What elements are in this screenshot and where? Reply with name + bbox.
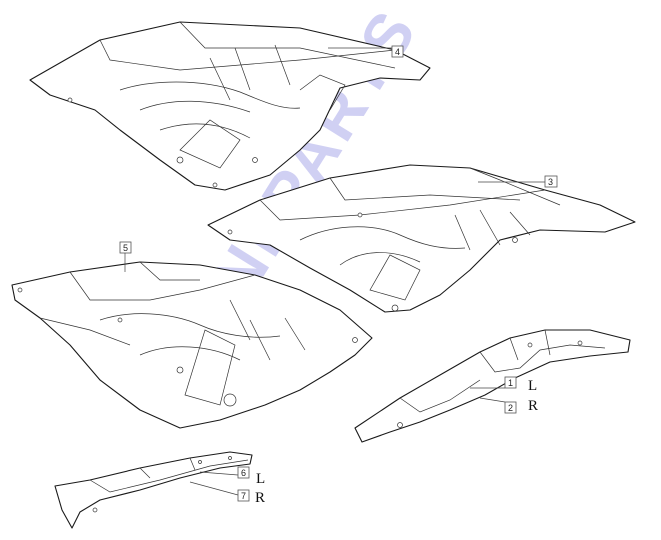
callout-5: 5 [119,241,132,272]
svg-text:6: 6 [241,468,246,478]
svg-text:R: R [255,490,265,506]
part-centre-floor[interactable] [207,164,636,313]
callout-6: 6 L [199,466,265,487]
part-front-floor[interactable] [11,261,373,429]
svg-text:L: L [528,378,537,394]
svg-text:3: 3 [548,177,553,187]
svg-text:1: 1 [508,378,513,388]
callout-4: 4 [328,45,404,58]
svg-text:R: R [528,398,538,414]
callout-3: 3 [478,175,558,188]
svg-text:7: 7 [241,491,246,501]
svg-text:2: 2 [508,403,513,413]
svg-text:5: 5 [123,243,128,253]
callout-2: 2 R [479,397,538,414]
callout-1: 1 L [470,376,537,394]
svg-text:4: 4 [395,47,400,57]
callout-7: 7 R [189,481,265,506]
part-rear-floor-assembly[interactable] [29,21,431,191]
part-inner-sill[interactable] [54,451,253,529]
svg-text:L: L [256,471,265,487]
part-side-rail[interactable] [354,329,631,443]
